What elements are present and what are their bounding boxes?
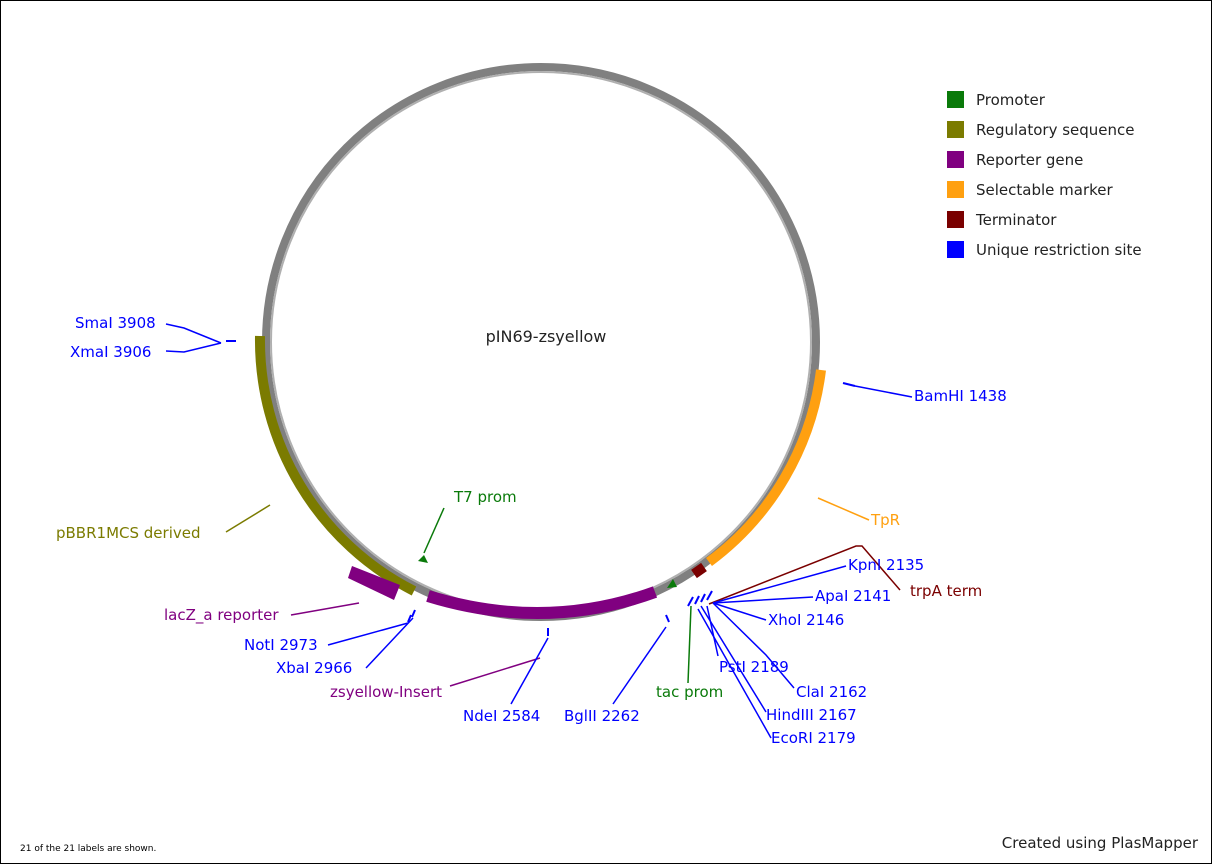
leader-pbbr — [225, 504, 271, 533]
legend-swatch-restriction — [947, 241, 964, 258]
leader-bamhi — [854, 385, 913, 398]
leader-trpa — [708, 545, 901, 605]
label-noti[interactable]: NotI 2973 — [244, 636, 318, 654]
label-kpni[interactable]: KpnI 2135 — [848, 556, 924, 574]
legend-swatch-promoter — [947, 91, 964, 108]
labels-shown-note: 21 of the 21 labels are shown. — [20, 844, 156, 854]
label-bamhi[interactable]: BamHI 1438 — [914, 387, 1007, 405]
feature-trpa-term[interactable] — [691, 562, 707, 579]
leader-ecori — [697, 608, 772, 739]
leader-xmai — [165, 342, 222, 353]
label-ecori[interactable]: EcoRI 2179 — [771, 729, 856, 747]
leader-xhoi — [712, 602, 767, 621]
legend-label-selectable: Selectable marker — [976, 181, 1114, 199]
leader-bglii — [612, 626, 667, 705]
leader-noti — [327, 622, 409, 646]
feature-tac-prom[interactable] — [667, 579, 677, 588]
legend-label-reporter: Reporter gene — [976, 151, 1083, 169]
feature-lacz-a-reporter[interactable] — [348, 566, 400, 600]
leader-kpni — [712, 565, 847, 604]
legend-swatch-terminator — [947, 211, 964, 228]
legend-label-regulatory: Regulatory sequence — [976, 121, 1135, 139]
leader-tacprom — [687, 605, 692, 684]
leader-hindiii — [700, 605, 767, 713]
label-smai[interactable]: SmaI 3908 — [75, 314, 156, 332]
label-tacprom[interactable]: tac prom — [656, 683, 723, 701]
label-apai[interactable]: ApaI 2141 — [815, 587, 891, 605]
leader-ndei — [510, 637, 549, 705]
legend: Promoter Regulatory sequence Reporter ge… — [947, 91, 1142, 259]
leader-apai — [712, 596, 814, 604]
feature-t7-prom[interactable] — [418, 555, 428, 563]
feature-pbbr1mcs-derived[interactable] — [254, 335, 417, 596]
label-xbai[interactable]: XbaI 2966 — [276, 659, 352, 677]
leader-laczrep — [290, 602, 360, 616]
plasmid-title: pIN69-zsyellow — [486, 327, 607, 346]
label-xmai[interactable]: XmaI 3906 — [70, 343, 151, 361]
feature-tpr[interactable] — [706, 369, 826, 567]
label-hindiii[interactable]: HindIII 2167 — [766, 706, 857, 724]
label-pbbr[interactable]: pBBR1MCS derived — [56, 524, 201, 542]
leader-psti — [706, 605, 719, 657]
legend-swatch-reporter — [947, 151, 964, 168]
leader-xbai — [365, 617, 414, 669]
created-using-note: Created using PlasMapper — [1002, 834, 1199, 852]
legend-label-terminator: Terminator — [975, 211, 1057, 229]
leader-clai — [712, 602, 795, 689]
leader-zsins — [449, 657, 541, 687]
leader-tpr — [817, 497, 870, 521]
label-zsins[interactable]: zsyellow-Insert — [330, 683, 442, 701]
label-trpa[interactable]: trpA term — [910, 582, 982, 600]
legend-label-promoter: Promoter — [976, 91, 1046, 109]
label-ndei[interactable]: NdeI 2584 — [463, 707, 540, 725]
label-psti[interactable]: PstI 2189 — [719, 658, 789, 676]
label-t7prom[interactable]: T7 prom — [453, 488, 517, 506]
label-tpr[interactable]: TpR — [870, 511, 900, 529]
legend-label-restriction: Unique restriction site — [976, 241, 1142, 259]
label-bglii[interactable]: BglII 2262 — [564, 707, 640, 725]
label-clai[interactable]: ClaI 2162 — [796, 683, 867, 701]
restriction-ticks — [226, 340, 856, 636]
feature-zsyellow-insert[interactable] — [426, 586, 658, 619]
leader-smai — [165, 323, 222, 344]
legend-swatch-selectable — [947, 181, 964, 198]
leader-t7prom — [423, 507, 445, 554]
label-laczrep[interactable]: lacZ_a reporter — [164, 606, 279, 625]
legend-swatch-regulatory — [947, 121, 964, 138]
label-xhoi[interactable]: XhoI 2146 — [768, 611, 844, 629]
